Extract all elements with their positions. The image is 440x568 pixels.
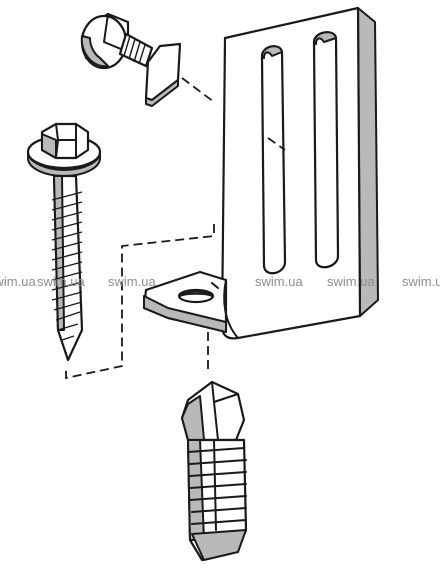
carriage-bolt-assembly (80, 12, 286, 151)
screw-alignment-path (65, 224, 215, 380)
screw-threads (51, 191, 83, 341)
watermark: swim.ua (255, 274, 303, 289)
watermark: swim.ua (108, 274, 156, 289)
bolt-shank (118, 32, 154, 68)
hex-lag-screw (26, 122, 102, 362)
watermark: swim.ua (0, 274, 36, 289)
bracket-slot-left (260, 45, 287, 275)
watermark: swim.ua (402, 274, 440, 289)
angle-bracket (142, 6, 379, 340)
anchor-ribs (187, 447, 247, 525)
watermark: swim.ua (327, 274, 375, 289)
watermark: swim.ua (37, 274, 85, 289)
bracket-slot-right (312, 31, 340, 269)
wall-anchor-plug (180, 380, 248, 562)
